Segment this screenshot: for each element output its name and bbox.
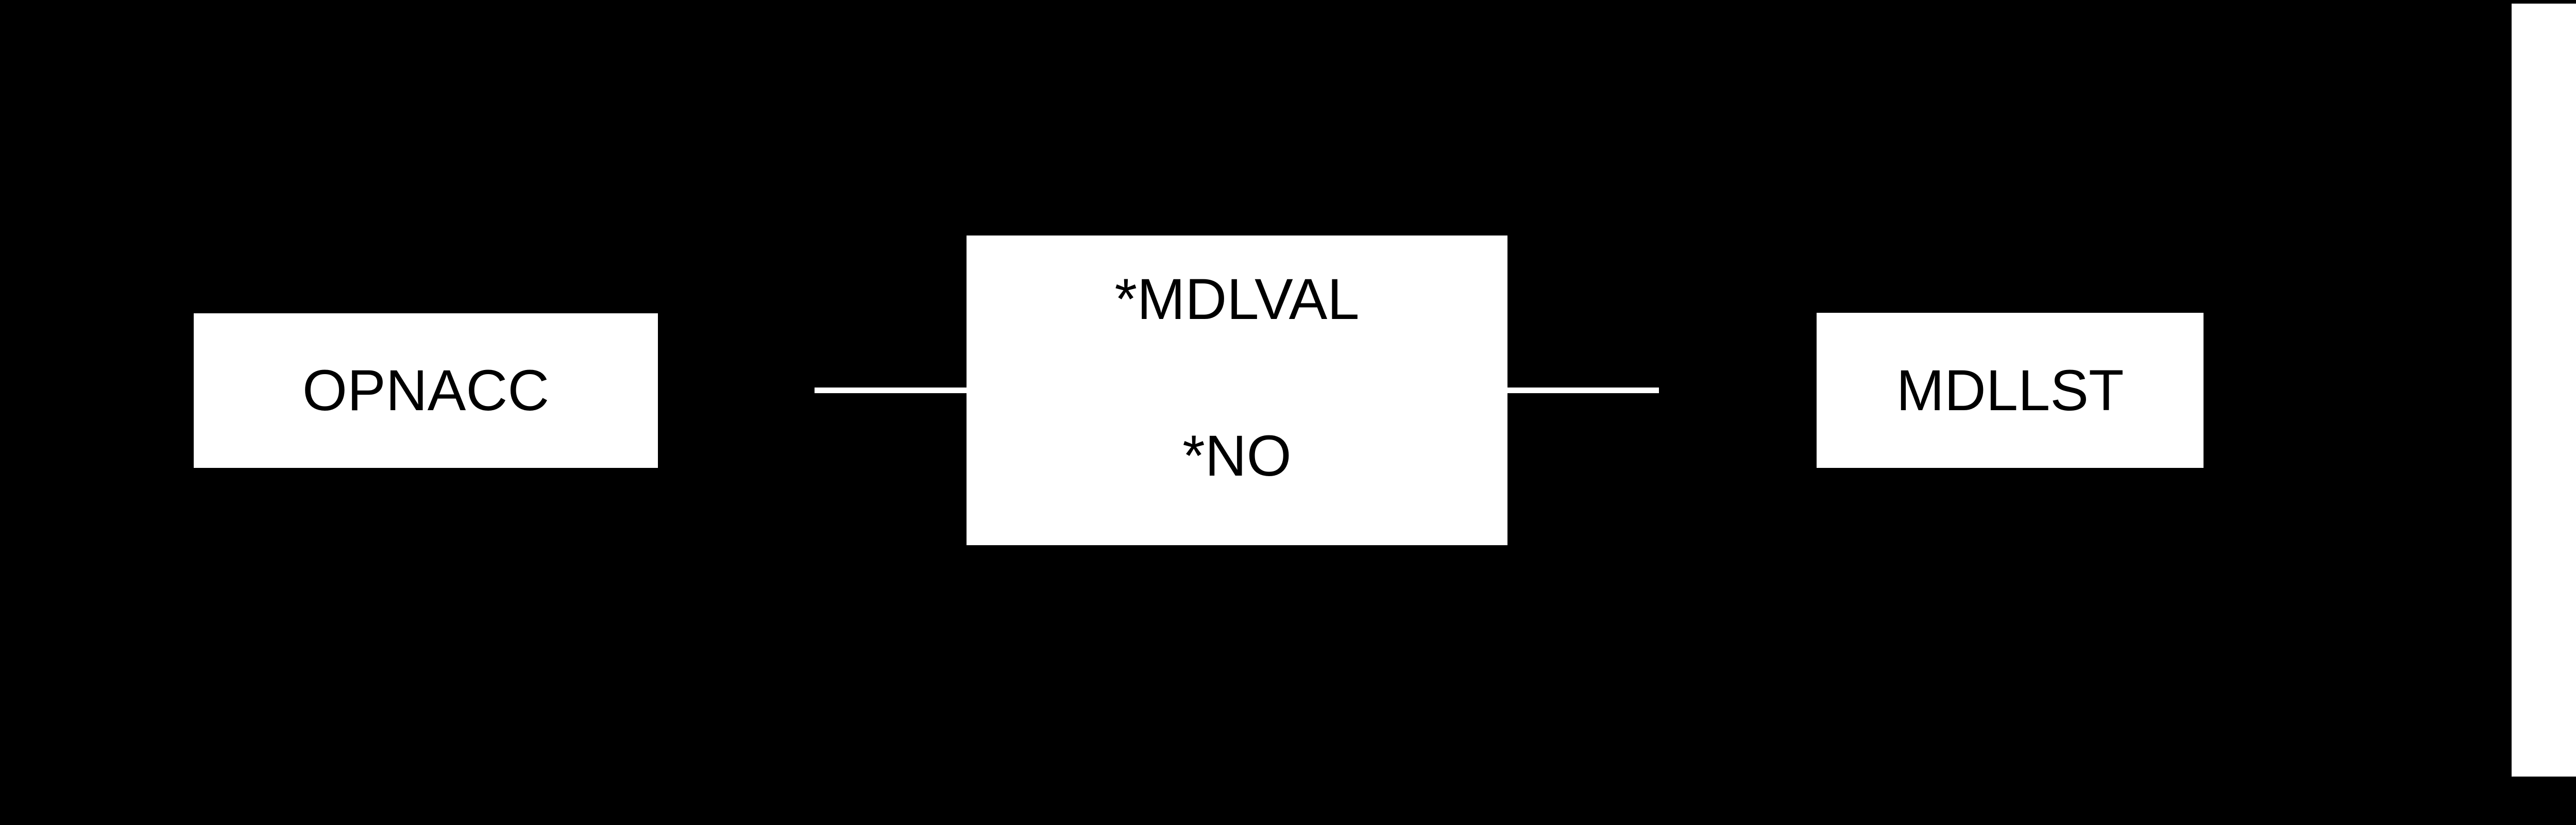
node-mdllst-label: MDLLST [1896,358,2124,423]
connector-mdlval-to-mdllst [1507,388,1659,393]
node-mdlval-alternate-value: *NO [1182,424,1292,488]
node-mdllst-value-mdlprf: *MDLPRF [2512,54,2576,112]
node-mdllst-value-allobj: *ALLOBJ [2512,364,2576,422]
connector-opnacc-to-mdlval [815,388,967,393]
node-mdllst-values: *MDLPRF *USER *ALLOBJ *SELECT model list… [2512,4,2576,777]
node-mdlval-default-value: *MDLVAL [1114,267,1360,331]
node-opnacc-label: OPNACC [302,358,550,423]
node-mdllst: MDLLST [1817,313,2204,468]
node-mdllst-value-model-list: model list [2512,675,2576,732]
node-opnacc: OPNACC [194,313,658,468]
node-mdllst-value-user: *USER [2512,209,2576,267]
node-mdllst-value-select: *SELECT [2512,519,2576,577]
node-mdlval: *MDLVAL *NO [967,235,1507,545]
